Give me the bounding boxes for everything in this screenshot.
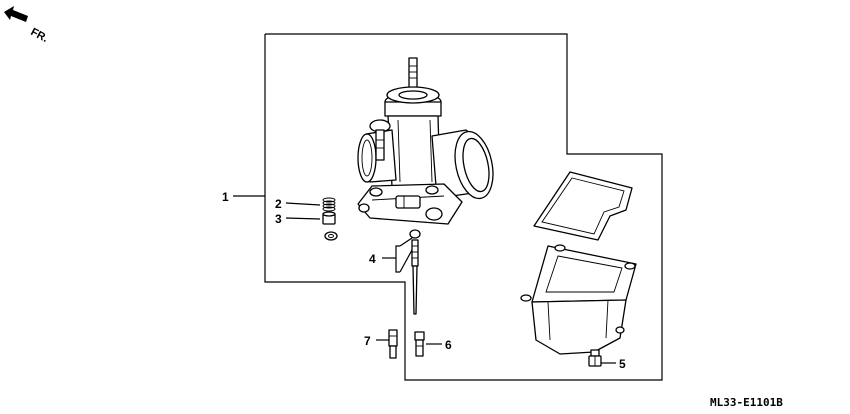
carburetor-body bbox=[357, 57, 494, 225]
callout-1: 1 bbox=[222, 190, 229, 204]
drain-screw-part bbox=[588, 349, 602, 367]
main-jet-part bbox=[414, 331, 425, 357]
callout-4: 4 bbox=[369, 252, 376, 266]
callout-6: 6 bbox=[445, 338, 452, 352]
needle-jet-holder-part bbox=[388, 329, 398, 359]
callout-leaders bbox=[233, 195, 616, 364]
drawing-code: ML33-E1101B bbox=[710, 396, 783, 409]
assembly-boundary bbox=[264, 33, 663, 381]
front-direction-arrow-icon: FR. bbox=[4, 6, 50, 45]
float-chamber-gasket bbox=[533, 171, 633, 241]
float-bowl bbox=[520, 244, 637, 355]
callout-5: 5 bbox=[619, 357, 626, 371]
front-direction-label: FR. bbox=[29, 26, 50, 45]
nut-washer-part bbox=[322, 211, 338, 241]
callout-3: 3 bbox=[275, 212, 282, 226]
callout-7: 7 bbox=[364, 334, 371, 348]
callout-2: 2 bbox=[275, 197, 282, 211]
spring-part bbox=[322, 197, 336, 212]
jet-needle-part bbox=[409, 229, 421, 315]
